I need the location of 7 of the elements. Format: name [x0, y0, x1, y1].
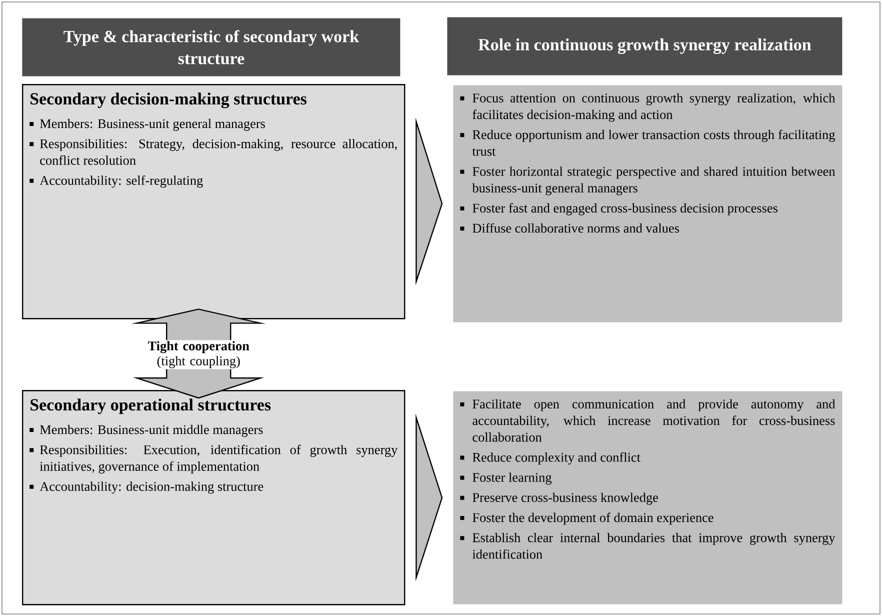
structure-box: Secondary operational structures Members: Business-unit middle managers Responsibilities: Execution, identification of growth synergy initiatives, governance of implementation Accountability: decision-making structure: [22, 390, 406, 606]
column-header: Role in continuous growth synergy realization: [447, 17, 842, 76]
role-panel: Facilitate open communication and provide autonomy and accountability, which increase motivation for cross-business collaboration Reduce complexity and conflict Foster learning Preserve cross-business knowledge Foster the development of domain experience Establish clear internal boundaries that improve growth synergy identification: [453, 391, 842, 604]
column-header: Type & characteristic of secondary work structure: [22, 18, 400, 76]
edge-label: Tight cooperation (tight coupling): [138, 340, 259, 370]
role-panel: Focus attention on continuous growth synergy realization, which facilitates decision-making and action Reduce opportunism and lower transaction costs through facilitating trust Foster horizontal strategic perspective and shared intuition between business-unit general managers Foster fast and engaged cross-business decision processes Diffuse collaborative norms and values: [453, 85, 842, 322]
structure-box: Secondary decision-making structures Members: Business-unit general managers Responsibilities: Strategy, decision-making, resource allocation, conflict resolution Accountability: self-regulating: [22, 84, 406, 320]
